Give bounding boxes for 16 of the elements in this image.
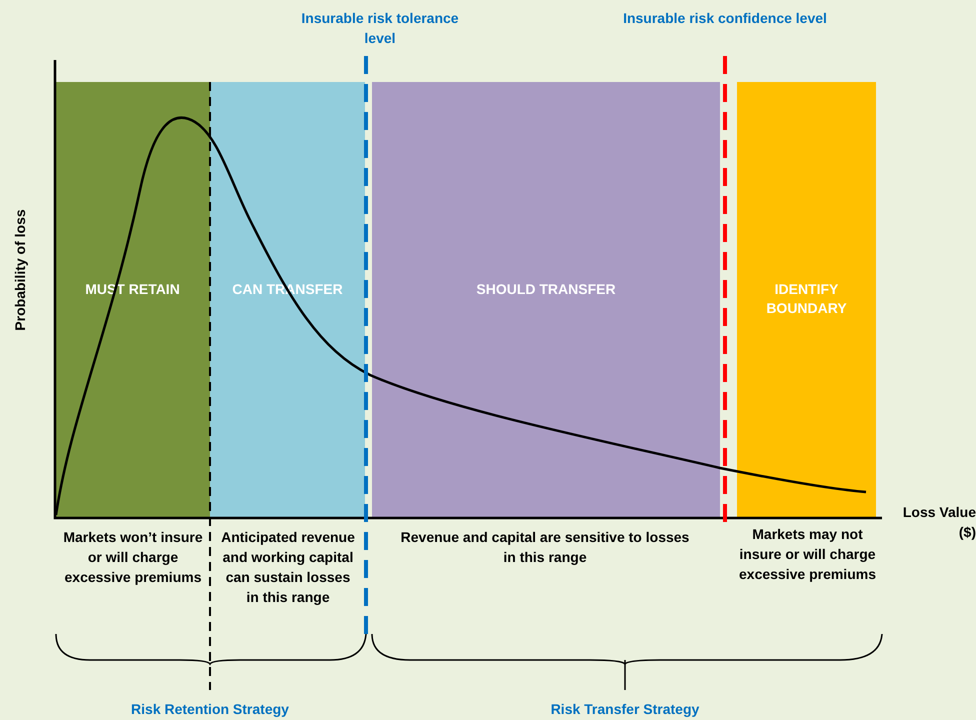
range-band	[210, 82, 365, 518]
axis-title: Probability of loss	[11, 208, 29, 333]
range-description: Markets may not insure or will charge excessive premiums	[738, 525, 877, 584]
range-band	[737, 82, 876, 518]
band-label: SHOULD TRANSFER	[475, 280, 617, 299]
range-description: Anticipated revenue and working capital can sustain losses in this range	[220, 528, 356, 607]
range-band	[372, 82, 720, 518]
threshold-label: Insurable risk confidence level	[622, 9, 828, 28]
axis-title: Loss Value ($)	[902, 503, 976, 542]
band-label: IDENTIFY BOUNDARY	[765, 280, 848, 318]
range-band	[55, 82, 210, 518]
threshold-label: Insurable risk tolerance level	[300, 9, 460, 48]
range-description: Markets won’t insure or will charge excessive premiums	[62, 528, 204, 587]
strategy-label: Risk Transfer Strategy	[550, 700, 700, 719]
strategy-label: Risk Retention Strategy	[130, 700, 290, 719]
range-description: Revenue and capital are sensitive to losses in this range	[400, 528, 690, 567]
